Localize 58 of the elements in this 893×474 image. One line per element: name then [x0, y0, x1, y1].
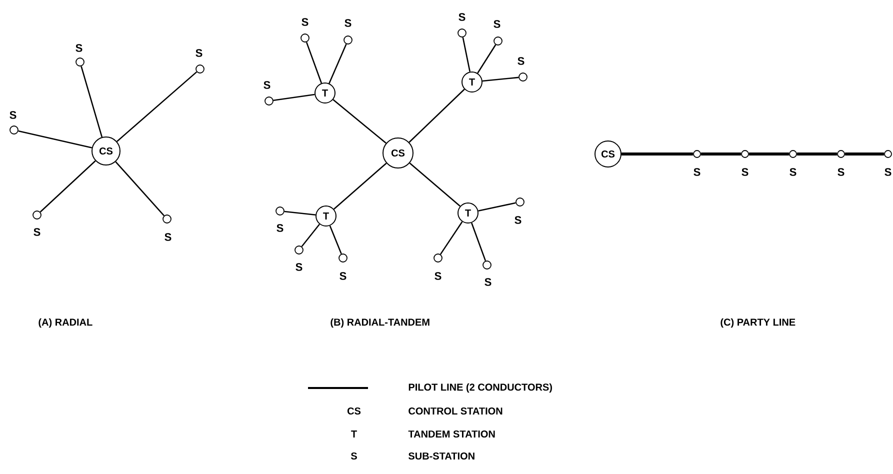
pilot-line	[748, 152, 790, 156]
station-label: S	[340, 272, 346, 280]
pilot-line	[796, 152, 838, 156]
pilot-line	[116, 71, 198, 142]
station-label: S	[76, 44, 82, 52]
station-label: S	[434, 272, 442, 280]
pilot-line	[301, 224, 320, 247]
pilot-line	[333, 162, 387, 210]
legend-text: TANDEM STATION	[408, 430, 495, 438]
station-label: S	[276, 224, 284, 232]
legend-symbol: CS	[347, 407, 361, 415]
pilot-line	[40, 160, 96, 212]
pilot-line	[482, 76, 519, 82]
station-label: S	[484, 278, 492, 286]
panel-caption: (C) PARTY LINE	[720, 318, 796, 328]
panel-caption: (B) RADIAL-TANDEM	[330, 318, 430, 328]
station-label: S	[458, 13, 466, 21]
pilot-line	[328, 44, 347, 84]
pilot-line	[478, 202, 516, 212]
pilot-line	[471, 222, 486, 262]
pilot-line	[622, 152, 694, 156]
station-label: S	[884, 168, 892, 176]
legend-symbol: S	[350, 452, 357, 460]
station-label: S	[296, 263, 302, 271]
legend-text: CONTROL STATION	[408, 407, 502, 415]
station-label: S	[694, 168, 700, 176]
station-label: S	[790, 168, 796, 176]
station-label: S	[514, 216, 522, 224]
station-label: S	[196, 49, 202, 57]
legend-text: SUB-STATION	[408, 452, 474, 460]
pilot-line	[332, 99, 386, 144]
station-label: S	[302, 18, 308, 26]
pilot-line	[844, 152, 884, 156]
station-label: S	[838, 168, 844, 176]
pilot-line	[477, 44, 496, 74]
station-label: S	[34, 228, 40, 236]
pilot-line	[409, 162, 460, 207]
pilot-line	[80, 66, 103, 138]
pilot-line	[329, 226, 342, 254]
pilot-line	[440, 221, 463, 255]
pilot-line	[18, 130, 92, 148]
station-label: S	[264, 81, 270, 89]
station-label: S	[164, 233, 172, 241]
station-label: S	[344, 19, 352, 27]
pilot-line	[700, 152, 742, 156]
station-label: S	[494, 20, 500, 28]
station-label: S	[518, 57, 524, 65]
pilot-line	[273, 94, 315, 102]
pilot-line	[462, 37, 471, 72]
pilot-line	[115, 161, 165, 216]
station-label: S	[742, 168, 748, 176]
legend-text: PILOT LINE (2 CONDUCTORS)	[408, 383, 552, 393]
legend-symbol: T	[351, 430, 357, 438]
pilot-line	[284, 210, 316, 216]
pilot-line	[408, 88, 465, 143]
pilot-line	[306, 42, 322, 84]
panel-caption: (A) RADIAL	[38, 318, 92, 328]
station-label: S	[10, 111, 16, 119]
